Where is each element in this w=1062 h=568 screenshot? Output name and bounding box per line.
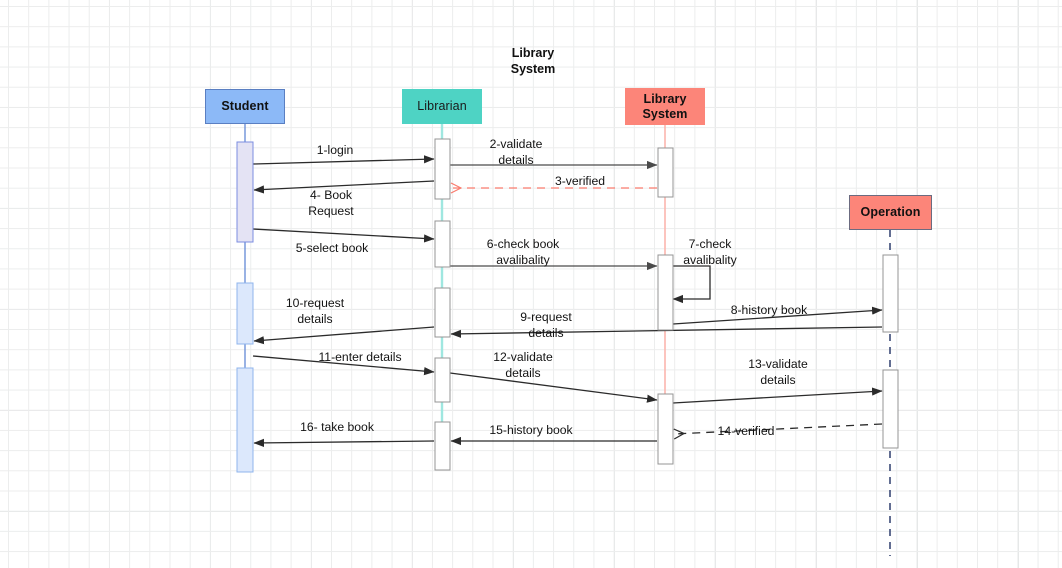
message-arrow-m14[interactable] (674, 423, 883, 434)
message-arrow-m12[interactable] (449, 372, 658, 403)
messages-layer (252, 155, 883, 447)
activation-bar-library-system-2[interactable] (657, 254, 674, 331)
message-arrow-m5[interactable] (252, 228, 435, 243)
actor-label-operation: Operation (860, 205, 921, 220)
message-arrow-m8[interactable] (672, 306, 883, 325)
activation-bar-librarian-2[interactable] (434, 220, 451, 268)
activation-bar-operation-1[interactable] (882, 254, 899, 333)
activations-layer (236, 138, 899, 473)
activation-bar-librarian-1[interactable] (434, 138, 451, 200)
message-arrow-m7[interactable] (672, 265, 711, 304)
actor-box-student[interactable]: Student (205, 89, 285, 124)
message-arrow-m16[interactable] (253, 438, 435, 447)
actor-label-librarian: Librarian (417, 99, 467, 114)
message-arrow-m4[interactable] (253, 180, 435, 194)
activation-bar-library-system-1[interactable] (657, 147, 674, 198)
message-arrow-m1[interactable] (252, 155, 435, 165)
lifelines-layer (244, 124, 891, 556)
actor-box-librarian[interactable]: Librarian (402, 89, 482, 124)
activation-bar-library-system-3[interactable] (657, 393, 674, 465)
actor-label-student: Student (221, 99, 269, 114)
activation-bar-student-3[interactable] (236, 367, 254, 473)
activation-bar-operation-2[interactable] (882, 369, 899, 449)
activation-bar-student-2[interactable] (236, 282, 254, 345)
message-arrow-m13[interactable] (672, 387, 883, 404)
activation-bar-librarian-3[interactable] (434, 287, 451, 338)
message-arrow-m10[interactable] (253, 326, 435, 345)
actor-box-operation[interactable]: Operation (849, 195, 932, 230)
activation-bar-student-1[interactable] (236, 141, 254, 243)
activation-bar-librarian-4[interactable] (434, 357, 451, 403)
activation-bar-librarian-5[interactable] (434, 421, 451, 471)
message-arrow-m11[interactable] (252, 355, 435, 376)
